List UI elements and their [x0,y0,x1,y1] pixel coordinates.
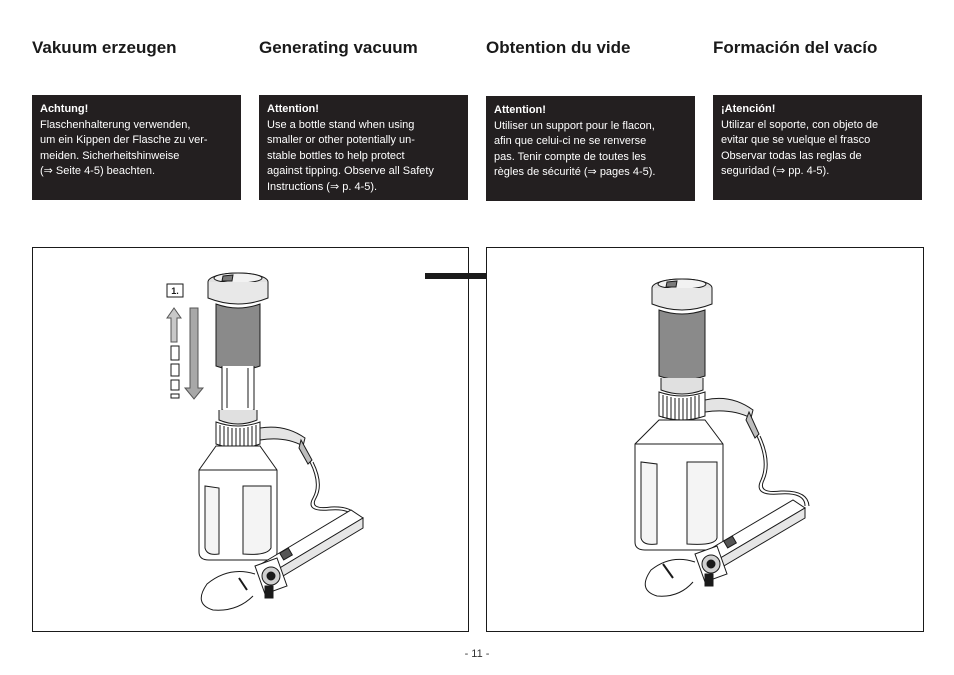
illustration-panel-before: 1. [32,247,469,632]
bottle-top-dispenser-raised-illustration: 1. [166,272,364,611]
warning-box-spanish: ¡Atención! Utilizar el soporte, con obje… [713,95,922,200]
heading-spanish: Formación del vacío [713,38,878,57]
warning-title: Achtung! [40,103,89,115]
heading-german: Vakuum erzeugen [32,38,177,57]
page-number: - 11 - [464,648,490,660]
warning-text: Use a bottle stand when using smaller or… [267,118,434,193]
warning-box-english: Attention! Use a bottle stand when using… [259,95,468,200]
bottle-top-dispenser-vacuum-illustration [634,278,810,597]
warning-text: Utilizar el soporte, con objeto de evita… [721,118,879,178]
warning-text: Utiliser un support pour le flacon, afin… [494,119,656,179]
warning-title: ¡Atención! [721,103,776,115]
heading-french: Obtention du vide [486,38,631,57]
heading-english: Generating vacuum [259,38,418,57]
warning-title: Attention! [267,103,319,115]
illustration-panel-after [486,247,924,632]
warning-box-german: Achtung! Flaschenhalterung verwenden, um… [32,95,241,200]
warning-box-french: Attention! Utiliser un support pour le f… [486,96,695,201]
warning-title: Attention! [494,104,546,116]
step-label: 1. [171,286,179,296]
warning-text: Flaschenhalterung verwenden, um ein Kipp… [40,118,208,178]
